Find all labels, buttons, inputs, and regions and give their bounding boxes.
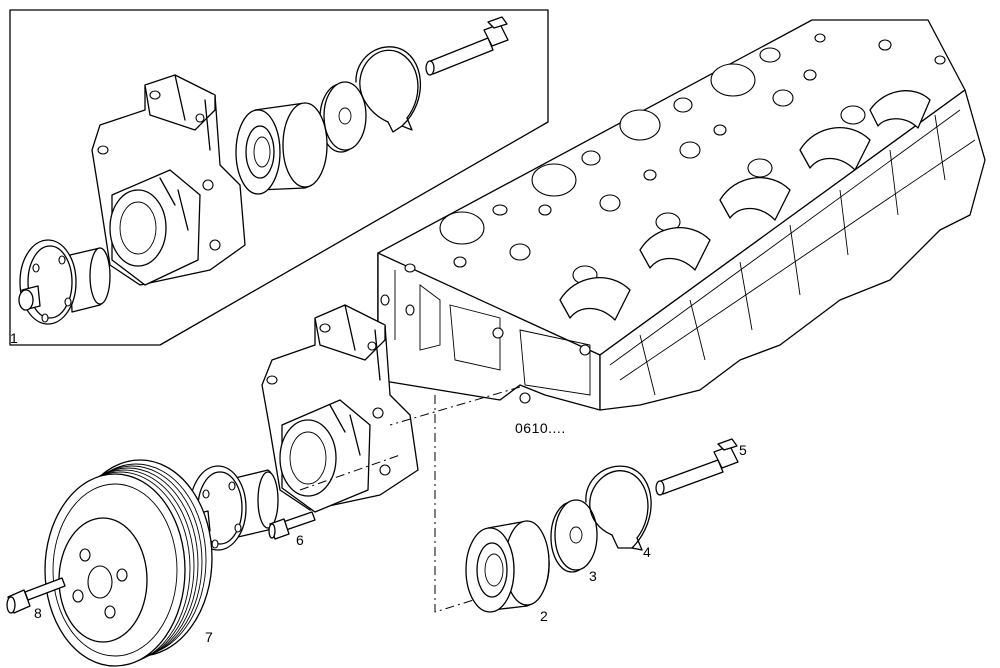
snap-ring bbox=[585, 465, 652, 551]
callout-3: 3 bbox=[589, 568, 597, 584]
pulley bbox=[44, 459, 213, 667]
callout-8: 8 bbox=[34, 605, 42, 621]
cylinder-head bbox=[377, 19, 986, 411]
inset-hub-shaft bbox=[18, 239, 111, 325]
inset-bolt bbox=[425, 16, 509, 76]
bolt-5 bbox=[655, 438, 739, 496]
reference-code: 0610.... bbox=[515, 420, 566, 436]
callout-6: 6 bbox=[296, 532, 304, 548]
pump-housing bbox=[261, 304, 419, 513]
assembly-centerline bbox=[299, 386, 521, 613]
callout-5: 5 bbox=[739, 442, 747, 458]
callout-1: 1 bbox=[10, 330, 18, 346]
callout-2: 2 bbox=[540, 608, 548, 624]
bolt-8 bbox=[6, 577, 66, 614]
callout-4: 4 bbox=[643, 544, 651, 560]
seal-plate bbox=[550, 499, 598, 573]
bearing bbox=[465, 520, 550, 613]
inset-seal-plate bbox=[319, 81, 367, 153]
callout-7: 7 bbox=[205, 629, 213, 645]
inset-pump-housing bbox=[91, 74, 246, 286]
inset-bearing bbox=[235, 102, 328, 195]
inset-snap-ring bbox=[355, 46, 422, 133]
bolt-6 bbox=[268, 511, 316, 540]
